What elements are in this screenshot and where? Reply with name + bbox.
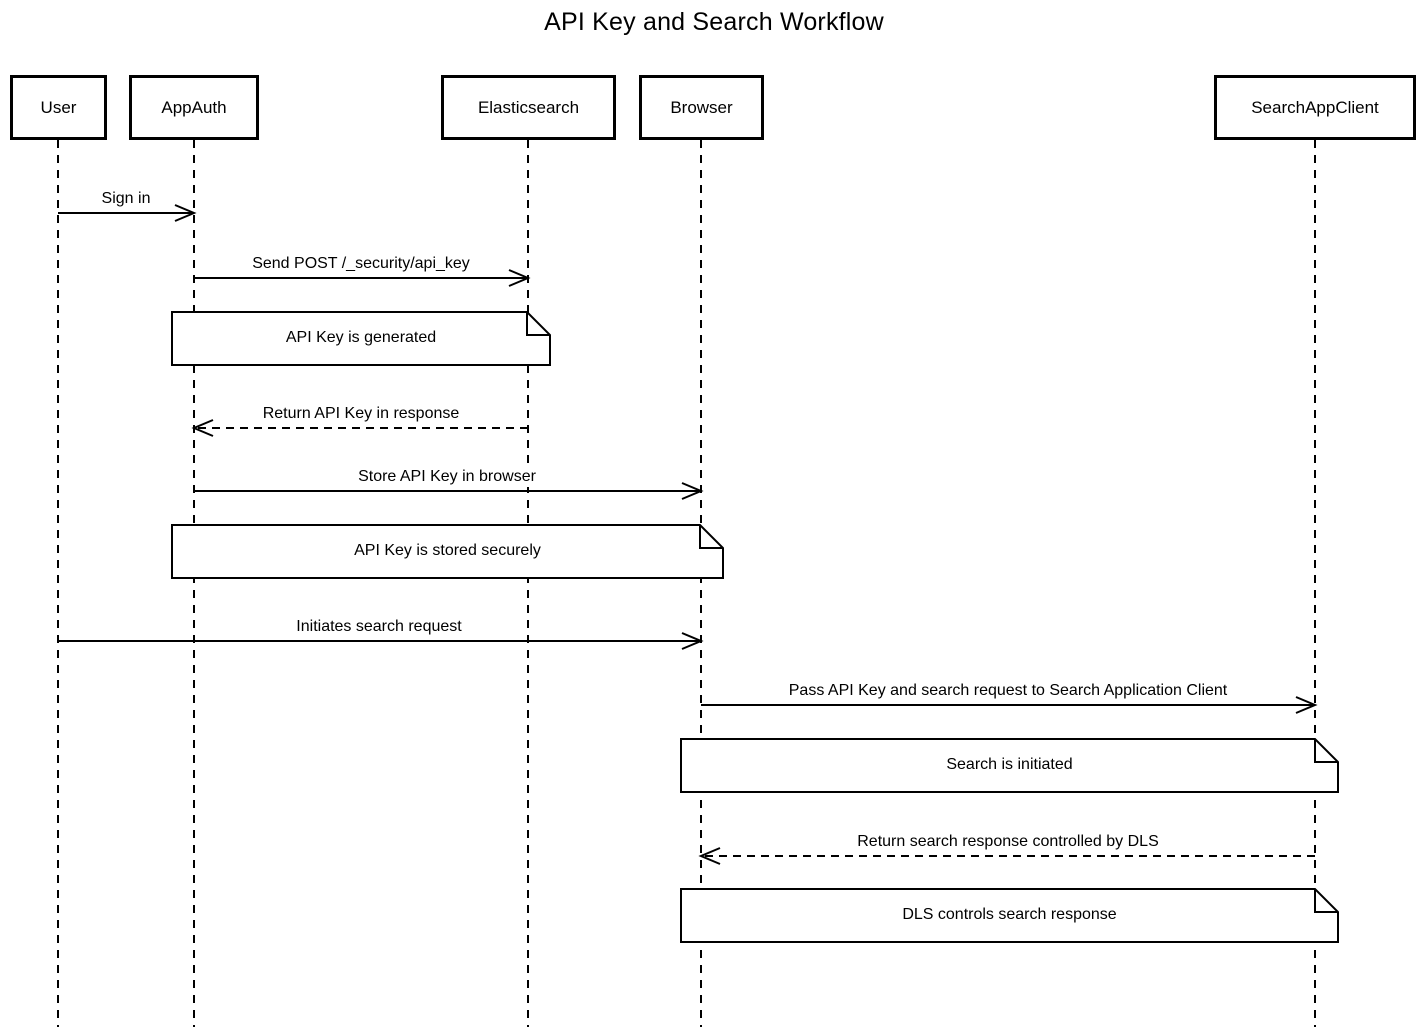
message-label-send-post: Send POST /_security/api_key <box>250 254 472 274</box>
note-label-search-initiated: Search is initiated <box>946 756 1073 773</box>
note-shape-dls-controls <box>680 888 1339 943</box>
lifelines <box>57 140 1316 1027</box>
message-label-pass-api-key: Pass API Key and search request to Searc… <box>786 681 1230 701</box>
diagram-title: API Key and Search Workflow <box>544 8 884 36</box>
note-shape-search-initiated <box>680 738 1339 793</box>
actor-box-user: User <box>10 75 107 140</box>
actor-box-browser: Browser <box>639 75 764 140</box>
note-shape-api-key-generated <box>171 311 551 366</box>
note-label-api-key-stored: API Key is stored securely <box>354 542 541 559</box>
note-fold-search-initiated <box>1314 739 1338 763</box>
message-arrows <box>58 204 1318 865</box>
actor-box-searchappclient: SearchAppClient <box>1214 75 1416 140</box>
actor-label-elasticsearch: Elasticsearch <box>477 97 580 117</box>
arrowhead-store-api-key <box>681 482 704 500</box>
actor-label-user: User <box>40 97 77 117</box>
arrowhead-send-post <box>508 269 531 287</box>
note-fold-api-key-generated <box>526 312 550 336</box>
message-label-return-api-key: Return API Key in response <box>260 404 462 424</box>
message-label-initiates-search: Initiates search request <box>294 617 464 637</box>
note-label-dls-controls: DLS controls search response <box>902 906 1117 923</box>
message-label-sign-in: Sign in <box>99 189 153 209</box>
actor-label-appauth: AppAuth <box>161 97 227 117</box>
note-label-api-key-generated: API Key is generated <box>285 329 437 346</box>
arrowhead-return-search-response <box>698 847 721 865</box>
actor-label-browser: Browser <box>670 97 733 117</box>
arrowhead-pass-api-key <box>1295 696 1318 714</box>
actor-label-searchappclient: SearchAppClient <box>1251 97 1379 117</box>
note-fold-dls-controls <box>1314 889 1338 913</box>
message-label-return-search-response: Return search response controlled by DLS <box>855 832 1161 852</box>
actor-box-appauth: AppAuth <box>129 75 259 140</box>
note-shapes <box>171 311 1339 943</box>
actor-box-elasticsearch: Elasticsearch <box>441 75 616 140</box>
message-label-store-api-key: Store API Key in browser <box>356 467 538 487</box>
arrowhead-sign-in <box>174 204 197 222</box>
note-fold-api-key-stored <box>699 525 723 549</box>
note-shape-api-key-stored <box>171 524 724 579</box>
arrowhead-return-api-key <box>191 419 214 437</box>
arrowhead-initiates-search <box>681 632 704 650</box>
